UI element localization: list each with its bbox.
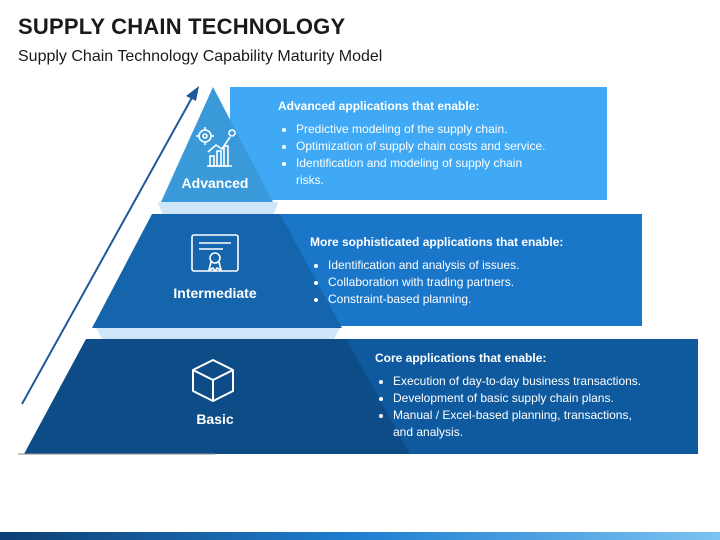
list-item: Development of basic supply chain plans. (393, 390, 687, 407)
card-advanced-heading: Advanced applications that enable: (278, 99, 480, 113)
list-item: Predictive modeling of the supply chain. (296, 121, 598, 138)
certificate-icon (191, 234, 239, 273)
card-basic: Core applications that enable: Execution… (375, 350, 687, 441)
list-item: Constraint-based planning. (328, 291, 630, 308)
card-basic-list: Execution of day-to-day business transac… (375, 373, 687, 441)
box-icon (192, 359, 234, 402)
footer-gradient-bar (0, 532, 720, 540)
tier-basic (24, 339, 410, 454)
page-subtitle: Supply Chain Technology Capability Matur… (18, 48, 383, 65)
tier-gap-upper (158, 202, 278, 214)
card-intermediate-heading: More sophisticated applications that ena… (310, 235, 564, 249)
level-label-advanced: Advanced (181, 175, 249, 191)
level-label-intermediate: Intermediate (173, 285, 257, 301)
growth-arrow-head (186, 86, 199, 101)
list-item: Optimization of supply chain costs and s… (296, 138, 598, 155)
page-title: SUPPLY CHAIN TECHNOLOGY (18, 14, 346, 39)
list-item: Manual / Excel-based planning, transacti… (393, 407, 655, 441)
card-advanced: Advanced applications that enable: Predi… (278, 98, 598, 189)
level-label-basic: Basic (196, 411, 234, 427)
growth-arrow (21, 93, 195, 405)
card-intermediate: More sophisticated applications that ena… (310, 234, 630, 308)
tier-gap-lower (96, 328, 340, 339)
list-item: Identification and analysis of issues. (328, 257, 630, 274)
analytics-gear-icon (196, 127, 236, 167)
card-advanced-bg (230, 87, 607, 200)
card-advanced-list: Predictive modeling of the supply chain.… (278, 121, 598, 189)
card-intermediate-list: Identification and analysis of issues. C… (310, 257, 630, 308)
list-item: Execution of day-to-day business transac… (393, 373, 687, 390)
list-item: Identification and modeling of supply ch… (296, 155, 546, 189)
list-item: Collaboration with trading partners. (328, 274, 630, 291)
tier-advanced (161, 87, 273, 202)
card-basic-heading: Core applications that enable: (375, 351, 547, 365)
